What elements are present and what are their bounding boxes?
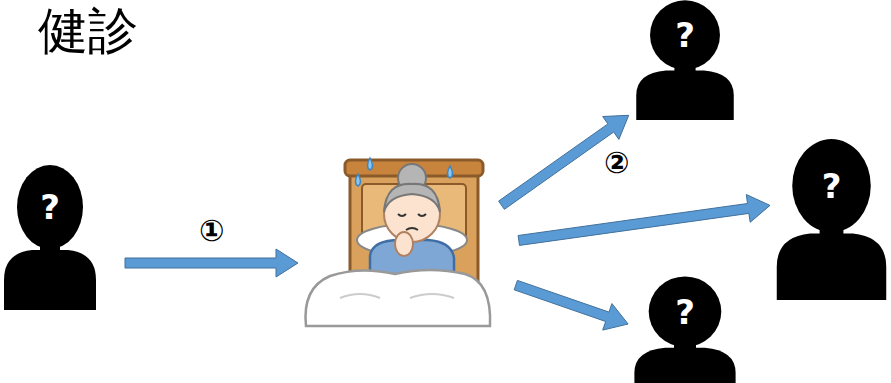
flow-arrow: [125, 249, 298, 277]
person-silhouette: [0, 155, 100, 310]
flow-arrow: [518, 195, 770, 246]
person-silhouette: [772, 128, 891, 300]
callout-number: ①: [199, 216, 224, 246]
node-text: ?: [630, 295, 740, 329]
person-node: ?: [630, 268, 740, 383]
node-text: ?: [772, 169, 891, 203]
person-node: ?: [772, 128, 891, 300]
node-text: ?: [0, 190, 100, 224]
flow-arrow: [514, 280, 628, 330]
diagram-title: 健診: [38, 4, 138, 59]
person-node: ?: [632, 0, 738, 120]
patient-node: [300, 148, 495, 333]
sick-elder-illustration: [300, 148, 495, 333]
node-text: ?: [632, 18, 738, 52]
person-node: ?: [0, 155, 100, 310]
callout-number: ②: [604, 148, 629, 178]
flow-arrow: [499, 115, 629, 209]
